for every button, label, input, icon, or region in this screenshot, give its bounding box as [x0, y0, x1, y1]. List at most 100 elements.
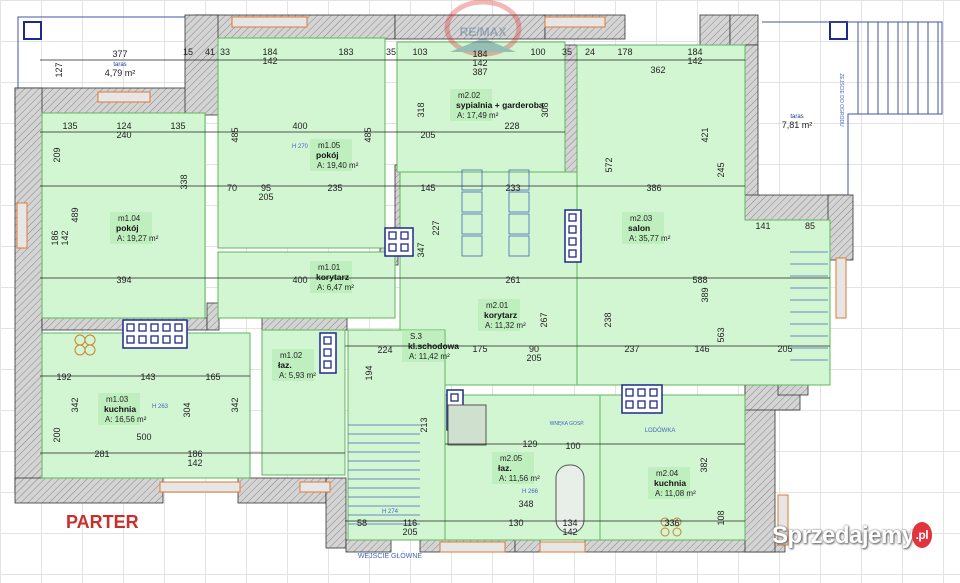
- wall-segment: [14, 87, 43, 494]
- dimension-label: 184: [262, 47, 277, 57]
- dimension-label: 233: [505, 183, 520, 193]
- dimension-label: 485: [230, 127, 240, 142]
- post-icon: [23, 21, 42, 40]
- wall-segment: [325, 477, 347, 549]
- wardrobe-cell: [461, 169, 483, 191]
- dimension-label: 489: [70, 207, 80, 222]
- dimension-label: 237: [624, 344, 639, 354]
- wall-segment: [261, 317, 348, 331]
- dimension-label: 130: [508, 518, 523, 528]
- dimension-label: 35: [386, 47, 396, 57]
- dimension-label: 70: [227, 183, 237, 193]
- flue-icon: [568, 225, 577, 234]
- flue-icon: [388, 231, 397, 240]
- dimension-label: 194: [364, 365, 374, 380]
- room-name: kuchnia: [104, 404, 136, 414]
- flue-icon: [150, 323, 159, 332]
- dimension-label: 15: [183, 47, 193, 57]
- wardrobe-cell: [508, 191, 530, 213]
- shower-icon: [447, 404, 487, 446]
- annotation: LODÓWKA: [645, 427, 676, 434]
- dimension-label: 386: [646, 183, 661, 193]
- room-id: m1.04: [118, 214, 141, 223]
- hob-burner-icon: [660, 517, 670, 527]
- window: [777, 494, 789, 546]
- window: [299, 481, 331, 493]
- dimension-label: 281: [94, 449, 109, 459]
- terrace-area: 4,79 m²: [105, 68, 136, 78]
- dimension-label: 108: [716, 510, 726, 525]
- dimension-label: 116: [403, 518, 417, 528]
- wall-segment: [827, 194, 854, 261]
- flue-icon: [568, 237, 577, 246]
- hob-burner-icon: [74, 334, 86, 346]
- terrace-area: 7,81 m²: [782, 120, 813, 130]
- remax-logo: RE/MAX: [444, 0, 522, 57]
- dimension-label: 124: [116, 121, 131, 131]
- window: [544, 16, 606, 28]
- floor-title: PARTER: [66, 512, 139, 532]
- room-area: A: 19,27 m²: [117, 234, 159, 243]
- room-id: m2.03: [630, 214, 653, 223]
- room-name: korytarz: [484, 310, 517, 320]
- dimension-label: 338: [179, 174, 189, 189]
- dimension-label: 563: [716, 327, 726, 342]
- room-area: A: 35,77 m²: [629, 234, 671, 243]
- flue-icon: [625, 388, 634, 397]
- dimension-label: 245: [716, 162, 726, 177]
- room-name: pokój: [116, 223, 139, 233]
- dimension-label: 389: [700, 287, 710, 302]
- flue-icon: [174, 323, 183, 332]
- dimension-label: 382: [699, 457, 709, 472]
- dimension-label: 200: [52, 427, 62, 442]
- dimension-label: 183: [338, 47, 353, 57]
- room-label-background: [648, 467, 690, 499]
- flue-icon: [637, 388, 646, 397]
- room-area: A: 6,47 m²: [317, 283, 354, 292]
- dimension-label: 100: [565, 441, 580, 451]
- flue-icon: [162, 335, 171, 344]
- dimension-label: 135: [62, 121, 77, 131]
- hob-burner-icon: [660, 527, 670, 537]
- chimney: [319, 332, 337, 374]
- window: [231, 16, 308, 28]
- flue-icon: [126, 323, 135, 332]
- dimension-label: 184: [472, 49, 487, 59]
- flue-icon: [400, 243, 409, 252]
- dimension-label: 142: [262, 56, 277, 66]
- dimension-label: 58: [357, 518, 367, 528]
- flue-icon: [174, 335, 183, 344]
- dimension-label: 485: [363, 127, 373, 142]
- wardrobe-cell: [508, 169, 530, 191]
- dimension-label: 348: [518, 499, 533, 509]
- wall-segment: [729, 14, 759, 46]
- annotation: ZEJŚCIE DO OGRODU: [838, 73, 846, 127]
- room-id: m1.02: [280, 351, 303, 360]
- dimension-label: 35: [562, 47, 572, 57]
- terrace-left-outline: [17, 16, 197, 91]
- annotation: WEJŚCIE GŁÓWNE: [358, 551, 423, 560]
- room-id: m2.02: [458, 91, 481, 100]
- dimension-label: 186: [50, 230, 60, 245]
- dimension-label: 261: [505, 275, 520, 285]
- room-label-background: [450, 89, 492, 121]
- wall-segment: [184, 14, 219, 116]
- dimension-label: 178: [617, 47, 632, 57]
- watermark-text: Sprzedajemy: [772, 522, 915, 549]
- flue-icon: [388, 243, 397, 252]
- room-area: A: 19,40 m²: [317, 161, 359, 170]
- dimension-label: 85: [805, 221, 815, 231]
- dimension-label: 227: [431, 220, 441, 235]
- dimension-label: 394: [116, 275, 131, 285]
- window: [159, 481, 241, 493]
- room-id: m2.05: [500, 454, 523, 463]
- window: [97, 91, 151, 103]
- dimension-label: 213: [419, 417, 429, 432]
- window: [439, 541, 506, 553]
- dimension-label: 165: [205, 372, 220, 382]
- dimension-label: 95: [261, 183, 271, 193]
- dimension-label: 186: [187, 449, 202, 459]
- room-label-background: [310, 261, 352, 293]
